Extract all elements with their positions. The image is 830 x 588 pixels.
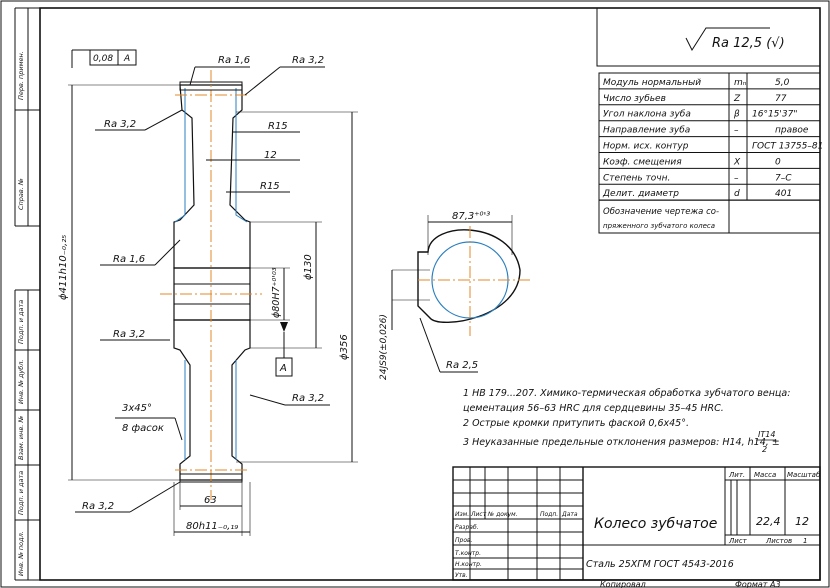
dim-12: 12	[264, 150, 277, 161]
table-param: Степень точн.	[603, 173, 670, 183]
gear-section-view	[160, 70, 262, 500]
table-param: Коэф. смещения	[603, 157, 682, 167]
tolerance-base: A	[123, 54, 130, 64]
side-label-4: Взам. инв. №	[17, 416, 25, 460]
side-label-6: Инв. № подл.	[17, 531, 25, 576]
role-2: Т.контр.	[455, 550, 481, 557]
table-symbol: –	[734, 173, 739, 183]
note-3-num: IT14	[758, 430, 775, 439]
table-value: правое	[775, 126, 809, 136]
table-value: ГОСТ 13755–81	[752, 142, 823, 152]
ra25: Ra 2,5	[446, 360, 478, 371]
table-param: Число зубьев	[603, 94, 666, 104]
r15-a: R15	[268, 121, 288, 132]
rev-h0: Изм.	[455, 511, 469, 518]
sheet-label: Лист	[728, 537, 748, 545]
note-1a: 1 HB 179...207. Химико-термическая обраб…	[463, 388, 790, 399]
technical-notes: 1 HB 179...207. Химико-термическая обраб…	[463, 388, 790, 454]
table-symbol: d	[734, 189, 740, 199]
table-param: Направление зуба	[603, 126, 690, 136]
tolerance-value: 0,08	[93, 54, 113, 64]
chamfer-note-2: 8 фасок	[122, 423, 164, 434]
rev-h2: № докум.	[487, 511, 518, 518]
side-label-5: Подп. и дата	[17, 471, 25, 515]
dim-phi411: ϕ411h10₋₀,₂₅	[58, 235, 69, 300]
ra16-mid: Ra 1,6	[113, 254, 145, 265]
rev-h3: Подп.	[540, 511, 558, 518]
dim-phi80: ϕ80H7⁺⁰'⁰³	[271, 267, 282, 318]
note-2: 2 Острые кромки притупить фаской 0,6х45°…	[463, 418, 689, 429]
note-1b: цементация 56–63 HRC для сердцевины 35–4…	[463, 403, 724, 414]
table-value: 0	[775, 157, 781, 167]
general-roughness: Ra 12,5 (√)	[596, 7, 821, 67]
rev-h1: Лист	[470, 511, 487, 518]
ra32-left: Ra 3,2	[104, 119, 136, 130]
table-value: 5,0	[775, 78, 790, 88]
col-lit: Лит.	[728, 471, 745, 479]
mating-line-1: Обозначение чертежа со-	[603, 207, 719, 217]
side-label-3: Инв. № дубл.	[17, 360, 25, 404]
chamfer-note-1: 3х45°	[122, 403, 152, 414]
note-3: 3 Неуказанные предельные отклонения разм…	[463, 437, 780, 448]
dim-key-slot: 24JS9(±0,026)	[379, 314, 389, 380]
table-param: Угол наклона зуба	[603, 110, 691, 120]
table-symbol: Z	[733, 94, 741, 104]
ra32-low: Ra 3,2	[292, 393, 324, 404]
table-symbol: –	[734, 126, 739, 136]
inner-frame	[39, 7, 821, 581]
table-value: 401	[775, 189, 792, 199]
role-3: Н.контр.	[455, 561, 482, 568]
dim-key-width: 87,3⁺⁰'³	[452, 211, 490, 222]
base-a-marker: A	[279, 363, 287, 374]
table-symbol: X	[733, 157, 741, 167]
ra16-top: Ra 1,6	[218, 55, 250, 66]
table-symbol: β	[733, 110, 740, 120]
sheets-value: 1	[803, 537, 807, 545]
roughness-general-text: Ra 12,5 (√)	[712, 36, 785, 51]
table-value: 7–С	[775, 173, 792, 183]
title-block: Изм. Лист № докум. Подп. Дата Разраб. Пр…	[452, 466, 821, 588]
side-label-2: Подп. и дата	[17, 300, 25, 344]
r15-b: R15	[260, 181, 280, 192]
ra32-top: Ra 3,2	[292, 55, 324, 66]
table-param: Делит. диаметр	[602, 189, 679, 199]
hub-detail-view: 87,3⁺⁰'³ 24JS9(±0,026) Ra 2,5	[379, 211, 530, 380]
table-value: 77	[775, 94, 787, 104]
mating-line-2: пряженного зубчатого колеса	[603, 222, 715, 230]
dim-phi130: ϕ130	[303, 254, 314, 280]
col-mass: Масса	[754, 471, 776, 479]
copied-label: Копировал	[600, 580, 646, 588]
table-value: 16°15'37"	[752, 110, 797, 120]
part-name: Колесо зубчатое	[594, 516, 717, 532]
table-param: Модуль нормальный	[603, 78, 701, 88]
table-symbol: mₙ	[734, 78, 747, 88]
col-scale: Масштаб	[787, 471, 821, 479]
note-3-den: 2	[762, 445, 767, 454]
side-stamp: Перв. примен. Справ. № Подп. и дата Инв.…	[14, 7, 40, 581]
role-4: Утв.	[455, 572, 468, 579]
ra32-mid: Ra 3,2	[113, 329, 145, 340]
table-param: Норм. исх. контур	[603, 142, 689, 152]
material: Сталь 25ХГМ ГОСТ 4543-2016	[586, 559, 734, 570]
side-label-1: Справ. №	[17, 178, 25, 210]
rev-h4: Дата	[561, 511, 578, 518]
mass-value: 22,4	[756, 515, 781, 528]
sheets-label: Листов	[765, 537, 792, 545]
dim-80: 80h11₋₀,₁₉	[186, 521, 238, 532]
ra32-bottom: Ra 3,2	[82, 501, 114, 512]
role-1: Пров.	[455, 537, 473, 544]
side-label-0: Перв. примен.	[17, 51, 25, 100]
dim-63: 63	[204, 495, 217, 506]
role-0: Разраб.	[455, 524, 479, 531]
format-label: Формат А3	[735, 580, 781, 588]
dim-phi356: ϕ356	[339, 334, 350, 360]
scale-value: 12	[795, 515, 809, 528]
dimensions: ϕ411h10₋₀,₂₅ 0,08 A Ra 1,6 Ra 3,2 Ra 3,2…	[58, 49, 358, 536]
